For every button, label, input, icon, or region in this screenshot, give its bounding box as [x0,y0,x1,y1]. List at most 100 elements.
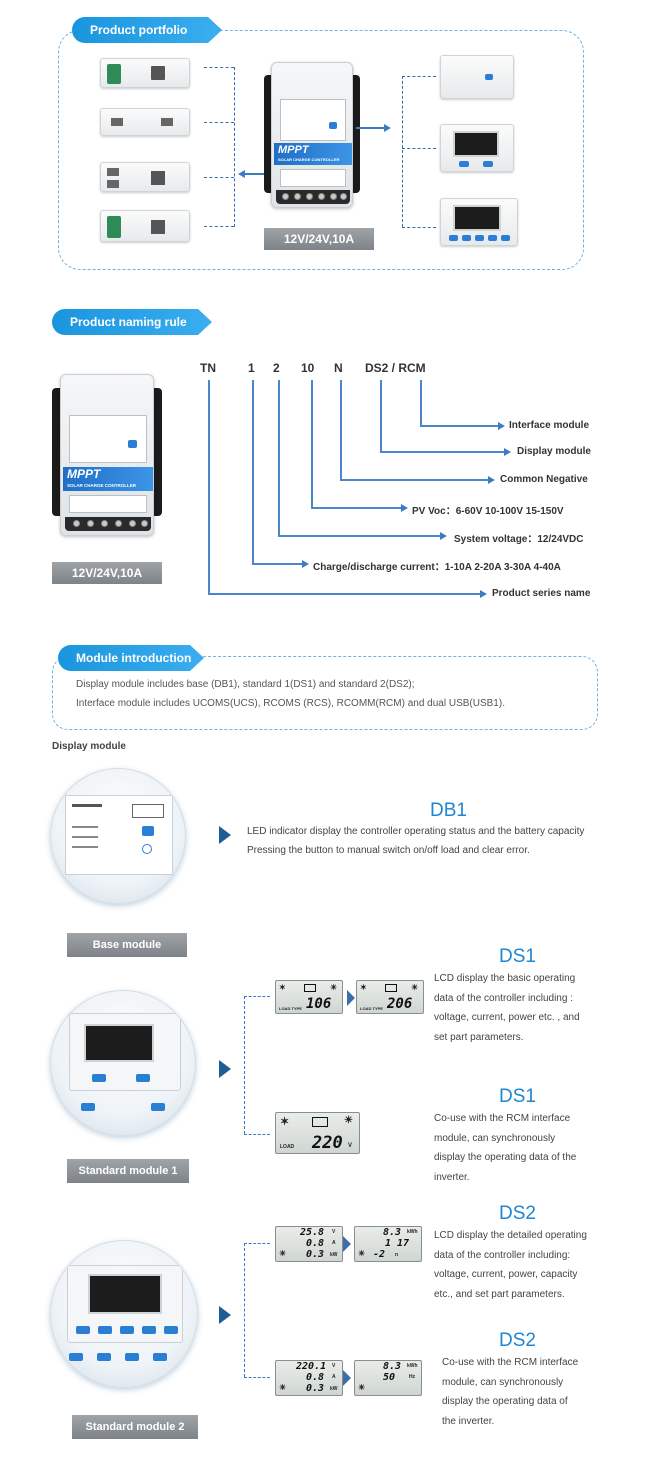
battery-icon [312,1117,328,1127]
sun-icon: ☀ [358,1383,366,1392]
sun-icon: ✶ [280,1116,290,1128]
rule-display-module: Display module [517,446,591,457]
db1-panel [65,795,173,875]
db1-desc-2: Pressing the button to manual switch on/… [247,845,530,856]
chevron-right-icon [347,990,355,1006]
ds1-button [136,1074,150,1082]
display-module-db1-image [440,55,514,99]
usb-port [107,64,121,84]
rj45-port [151,66,165,80]
connector-line [204,226,234,227]
rule-series-name: Product series name [492,588,591,599]
rule-line [420,380,422,426]
main-controller-image: MPPT SOLAR CHARGE CONTROLLER [271,62,353,208]
interface-module-3 [100,162,190,192]
power-icon [142,844,152,854]
bulb-icon: ☀ [344,1115,353,1126]
ds2-lcd [88,1274,162,1314]
rule-line [252,563,302,565]
ds1a-desc: LCD display the basic operating data of … [434,973,580,1043]
connector-line [402,148,436,149]
rule-line [311,380,313,508]
controller-button [128,440,137,448]
usb-port [107,180,119,188]
intro-line-1: Display module includes base (DB1), stan… [76,679,415,690]
rule-line [278,380,280,536]
ds2b-desc: Co-use with the RCM interface module, ca… [442,1357,579,1427]
rule-interface-module: Interface module [509,420,590,431]
connector-bracket [244,1243,245,1377]
rj45-port [151,171,165,185]
controller-brand: MPPT SOLAR CHARGE CONTROLLER [274,143,352,165]
bulb-icon: ☀ [411,983,419,992]
module-button [483,161,493,167]
usb-port [161,118,173,126]
arrow-right-icon [480,590,487,598]
db1-desc-1: LED indicator display the controller ope… [247,826,585,837]
play-arrow-icon [219,1060,231,1078]
naming-controller-image: MPPT SOLAR CHARGE CONTROLLER [60,374,154,536]
code-common-negative: N [334,361,343,375]
rule-line [380,451,504,453]
intro-frame [52,656,598,730]
usb-port [107,216,121,238]
rule-line [208,380,210,594]
play-arrow-icon [219,826,231,844]
rule-line [278,535,440,537]
connector-line [244,996,270,997]
controller-display-panel [69,415,147,463]
rule-line [340,380,342,480]
controller-display-panel [280,99,346,141]
load-tag: LOAD [280,1144,295,1150]
sun-icon: ✶ [279,983,286,992]
ds1-screen-2: ✶ ☀ LOAD TYPE 206 [356,980,424,1014]
battery-icon [304,984,316,992]
ds2a-desc: LCD display the detailed operating data … [434,1230,587,1300]
ds2-label: Standard module 2 [72,1415,198,1439]
arrow-right-icon [440,532,447,540]
controller-subtitle: SOLAR CHARGE CONTROLLER [67,483,136,488]
arrow-right-icon [401,504,408,512]
load-type-tag: LOAD TYPE [360,1006,383,1011]
controller-usb-panel [69,495,147,513]
controller-brand: MPPT SOLAR CHARGE CONTROLLER [63,467,153,491]
ds1-lcd [84,1024,154,1062]
code-voltage: 2 [273,361,280,375]
display-section-title: Display module [52,741,126,752]
module-button [459,161,469,167]
play-arrow-icon [219,1306,231,1324]
arrow-left-icon [238,170,245,178]
rule-pv-voc: PV Voc：6-60V 10-100V 15-150V [412,506,564,517]
module-lcd [453,205,501,231]
battery-icon [385,984,397,992]
ds2b-screen-1: 220.1 V 0.8 A ☀ 0.3 kW [275,1360,343,1396]
connector-line [244,1243,270,1244]
connector-line [204,67,234,68]
portfolio-frame [58,30,584,270]
rule-charge-current: Charge/discharge current：1-10A 2-20A 3-3… [313,562,561,573]
db1-title: DB1 [430,800,467,821]
chevron-right-icon [343,1236,351,1252]
ds2a-screen-2: 8.3 kWh 1 17 ☀ -2 n [354,1226,422,1262]
naming-spec-label: 12V/24V,10A [52,562,162,584]
connector-line [402,76,403,227]
connector-arrow [356,127,384,129]
arrow-right-icon [384,124,391,132]
ds1-label: Standard module 1 [67,1159,189,1183]
ds1b-title: DS1 [499,1086,536,1107]
rule-line [311,507,401,509]
sun-icon: ✶ [360,983,367,992]
rule-common-negative: Common Negative [500,474,588,485]
arrow-right-icon [302,560,309,568]
rule-system-voltage: System voltage：12/24VDC [454,534,584,545]
rj45-port [151,220,165,234]
rule-line [208,593,480,595]
connector-arrow [244,173,268,175]
ds1-screen-1: ✶ ☀ LOAD TYPE 106 [275,980,343,1014]
arrow-right-icon [488,476,495,484]
portfolio-banner: Product portfolio [72,17,222,43]
bulb-icon: ☀ [330,983,338,992]
ds1-inverter-unit: V [348,1143,353,1149]
connector-bracket [244,996,245,1134]
controller-subtitle: SOLAR CHARGE CONTROLLER [278,157,340,162]
